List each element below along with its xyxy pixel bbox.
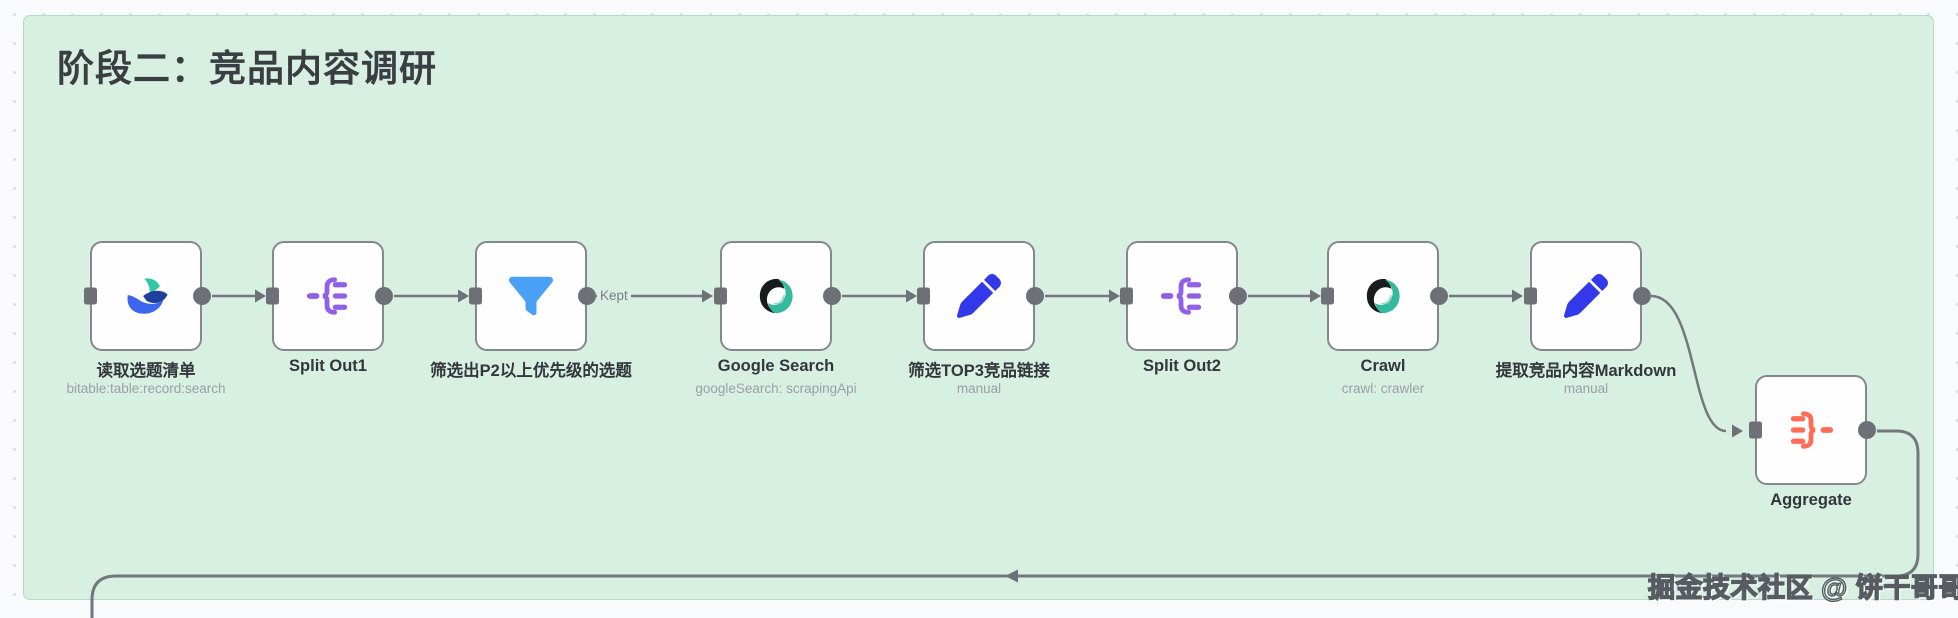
scraping-spiral-icon <box>1366 278 1400 314</box>
input-port[interactable] <box>266 287 279 305</box>
lark-base-icon <box>127 278 168 314</box>
split-out-icon <box>306 277 348 315</box>
node-label: 提取竞品内容Markdown <box>1495 362 1677 380</box>
aggregate-icon <box>1790 411 1834 449</box>
node-label: Aggregate <box>1770 491 1852 509</box>
output-port[interactable] <box>1430 287 1448 305</box>
arrowhead-icon <box>458 289 469 303</box>
node-google-search[interactable] <box>714 241 841 351</box>
node-subtitle: manual <box>956 381 1002 396</box>
node-label: 筛选出P2以上优先级的选题 <box>430 362 632 380</box>
input-port[interactable] <box>1749 421 1762 439</box>
watermark: 掘金技术社区 @ 饼干哥哥 <box>1647 572 1958 603</box>
node-filter-priority[interactable] <box>469 241 596 351</box>
node-subtitle: manual <box>1563 381 1609 396</box>
scraping-spiral-icon <box>759 278 793 314</box>
arrowhead-icon <box>1310 289 1321 303</box>
arrowhead-icon <box>702 289 713 303</box>
output-port[interactable] <box>193 287 211 305</box>
input-port[interactable] <box>1120 287 1133 305</box>
output-port[interactable] <box>823 287 841 305</box>
node-label: Google Search <box>717 357 835 375</box>
node-subtitle: crawl: crawler <box>1341 381 1425 396</box>
output-port[interactable] <box>1026 287 1044 305</box>
output-port[interactable] <box>1858 421 1876 439</box>
output-port[interactable] <box>578 287 596 305</box>
input-port[interactable] <box>1321 287 1334 305</box>
input-port[interactable] <box>1524 287 1537 305</box>
node-label: Split Out1 <box>289 357 367 375</box>
edit-pencil-icon <box>957 274 1001 318</box>
node-extract-markdown[interactable] <box>1524 241 1651 351</box>
output-port[interactable] <box>375 287 393 305</box>
input-port[interactable] <box>469 287 482 305</box>
node-label: Crawl <box>1360 357 1406 375</box>
node-label: Split Out2 <box>1143 357 1221 375</box>
input-port[interactable] <box>917 287 930 305</box>
arrowhead-icon <box>1732 424 1743 438</box>
node-aggregate[interactable] <box>1749 375 1876 485</box>
node-label: 读取选题清单 <box>96 362 196 380</box>
input-port[interactable] <box>84 287 97 305</box>
filter-funnel-icon <box>509 276 553 316</box>
connection-markdown-to-aggregate[interactable] <box>1650 294 1727 433</box>
node-subtitle: googleSearch: scrapingApi <box>695 381 857 396</box>
arrowhead-icon <box>1109 289 1120 303</box>
node-filter-top3-links[interactable] <box>917 241 1044 351</box>
sticky-note-title: 阶段二：竞品内容调研 <box>57 48 437 89</box>
arrowhead-icon <box>906 289 917 303</box>
arrowhead-left-icon <box>1005 569 1018 583</box>
node-subtitle: bitable:table:record:search <box>66 381 226 396</box>
node-split-out1[interactable] <box>266 241 393 351</box>
arrowhead-icon <box>255 289 266 303</box>
edit-pencil-icon <box>1564 274 1608 318</box>
output-port[interactable] <box>1229 287 1247 305</box>
node-split-out2[interactable] <box>1120 241 1247 351</box>
connection-aggregate-loopback[interactable] <box>90 429 1920 618</box>
node-label: 筛选TOP3竞品链接 <box>908 362 1050 380</box>
split-out-icon <box>1160 277 1202 315</box>
node-read-topic-list[interactable] <box>84 241 211 351</box>
node-crawl[interactable] <box>1321 241 1448 351</box>
connection-label-kept: Kept <box>597 287 631 305</box>
input-port[interactable] <box>714 287 727 305</box>
arrowhead-icon <box>1512 289 1523 303</box>
output-port[interactable] <box>1633 287 1651 305</box>
